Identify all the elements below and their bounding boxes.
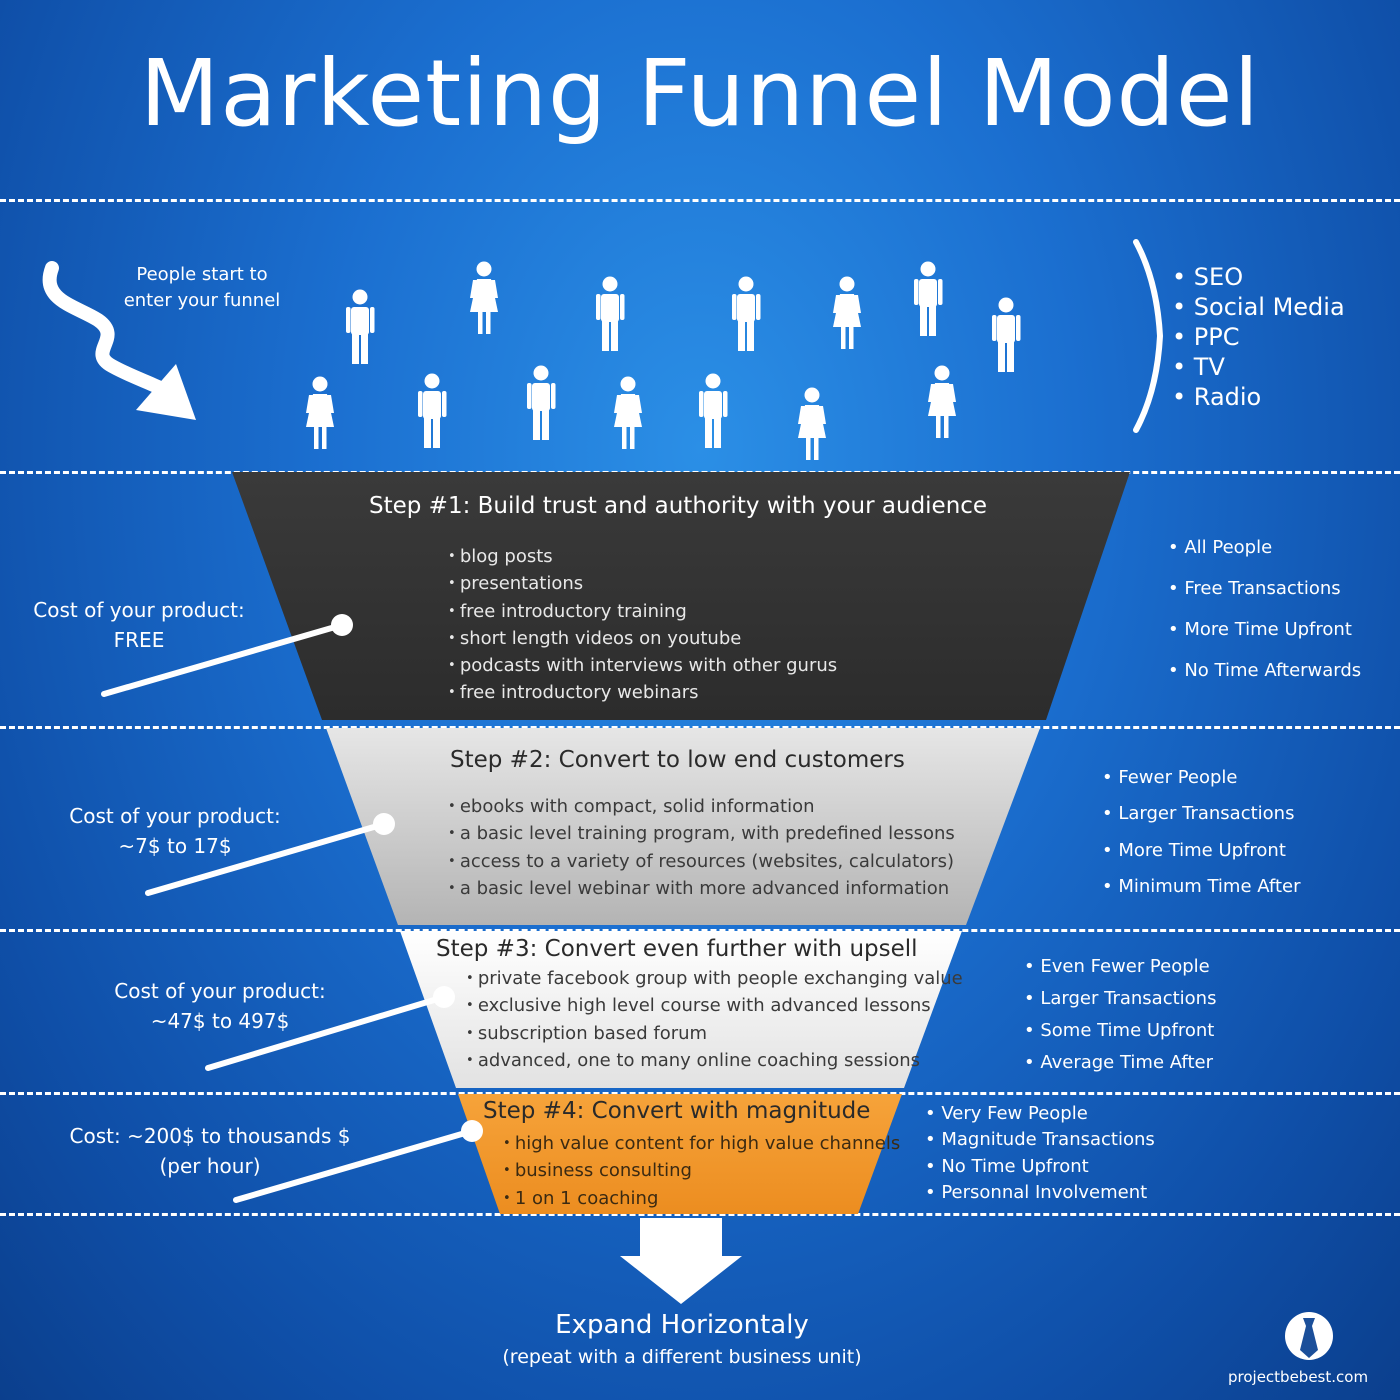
list-item: private facebook group with people excha… [466,965,963,992]
list-item: exclusive high level course with advance… [466,992,963,1019]
separator-line [0,726,1400,729]
entry-label: People start to enter your funnel [123,264,281,311]
cost-pointer-4 [233,1120,483,1203]
trait-item: Magnitude Transactions [925,1127,1154,1153]
step-4-items: high value content for high value channe… [503,1130,900,1212]
person-icon [928,365,956,438]
step-3-items: private facebook group with people excha… [466,965,963,1074]
channel-item: TV [1172,352,1345,382]
cost-pointer-3 [205,986,455,1071]
trait-item: No Time Afterwards [1168,650,1361,691]
person-icon [596,276,625,351]
separator-line [0,1092,1400,1095]
step-1-traits: All People Free Transactions More Time U… [1168,527,1361,691]
trait-item: More Time Upfront [1168,609,1361,650]
people-crowd [306,261,1021,460]
person-icon [470,261,498,334]
step-2-items: ebooks with compact, solid information a… [448,793,955,902]
trait-item: All People [1168,527,1361,568]
page-title: Marketing Funnel Model [139,40,1261,147]
person-icon [699,373,728,448]
step-2-cost: Cost of your product: ~7$ to 17$ [55,801,295,861]
step-1-items: blog posts presentations free introducto… [448,543,837,707]
list-item: podcasts with interviews with other guru… [448,652,837,679]
step-3-traits: Even Fewer People Larger Transactions So… [1024,951,1216,1079]
list-item: ebooks with compact, solid information [448,793,955,820]
list-item: free introductory training [448,598,837,625]
step-2-traits: Fewer People Larger Transactions More Ti… [1102,760,1300,905]
list-item: access to a variety of resources (websit… [448,848,955,875]
separator-line [0,929,1400,932]
step-4-cost: Cost: ~200$ to thousands $ (per hour) [60,1121,360,1181]
tie-logo-icon [1285,1312,1333,1360]
person-icon [914,261,943,336]
trait-item: Personnal Involvement [925,1180,1155,1206]
separator-line [0,1213,1400,1216]
step-3-title: Step #3: Convert even further with upsel… [436,936,918,962]
step-1-title: Step #1: Build trust and authority with … [369,493,988,519]
channel-item: SEO [1172,262,1345,292]
channel-list: SEO Social Media PPC TV Radio [1172,262,1345,412]
person-icon [732,276,761,351]
person-icon [418,373,447,448]
person-icon [346,289,375,364]
person-icon [833,276,861,349]
trait-item: Even Fewer People [1024,951,1216,983]
step-2-title: Step #2: Convert to low end customers [450,747,905,773]
trait-item: Free Transactions [1168,568,1361,609]
cost-value: ~47$ to 497$ [150,1009,290,1033]
trait-item: More Time Upfront [1102,833,1300,869]
down-arrow-icon [620,1218,742,1304]
person-icon [992,297,1021,372]
cost-label: Cost of your product: [33,598,245,622]
channel-item: PPC [1172,322,1345,352]
trait-item: Larger Transactions [1024,983,1216,1015]
list-item: a basic level training program, with pre… [448,820,955,847]
cost-label: Cost of your product: [69,804,281,828]
trait-item: Very Few People [925,1101,1155,1127]
list-item: short length videos on youtube [448,625,837,652]
list-item: subscription based forum [466,1020,963,1047]
trait-item: Larger Transactions [1102,796,1300,832]
step-4-traits: Very Few People Magnitude Transactions N… [925,1101,1155,1206]
cost-label: Cost: ~200$ to thousands $ [69,1124,351,1148]
trait-item: Some Time Upfront [1024,1015,1216,1047]
cost-value: (per hour) [159,1154,261,1178]
cost-pointer-1 [101,614,353,697]
channel-item: Radio [1172,382,1345,412]
person-icon [306,376,334,449]
cost-pointer-2 [145,813,395,896]
list-item: 1 on 1 coaching [503,1185,900,1212]
list-item: business consulting [503,1157,900,1184]
list-item: blog posts [448,543,837,570]
person-icon [798,387,826,460]
list-item: presentations [448,570,837,597]
step-1-cost: Cost of your product: FREE [20,595,258,655]
list-item: high value content for high value channe… [503,1130,900,1157]
trait-item: Average Time After [1024,1047,1216,1079]
trait-item: No Time Upfront [925,1154,1155,1180]
cost-label: Cost of your product: [114,979,326,1003]
person-icon [527,365,556,440]
channel-item: Social Media [1172,292,1345,322]
person-icon [614,376,642,449]
step-3-cost: Cost of your product: ~47$ to 497$ [100,976,340,1036]
expand-title: Expand Horizontaly [555,1310,809,1340]
bracket-icon [1133,239,1164,433]
step-4-title: Step #4: Convert with magnitude [483,1098,871,1124]
trait-item: Fewer People [1102,760,1300,796]
brand-link[interactable]: projectbebest.com [1228,1368,1369,1386]
list-item: free introductory webinars [448,679,837,706]
list-item: a basic level webinar with more advanced… [448,875,955,902]
trait-item: Minimum Time After [1102,869,1300,905]
separator-line [0,199,1400,202]
list-item: advanced, one to many online coaching se… [466,1047,963,1074]
expand-subtitle: (repeat with a different business unit) [502,1346,862,1368]
wavy-arrow-icon [42,261,196,420]
cost-value: ~7$ to 17$ [118,834,232,858]
cost-value: FREE [113,628,165,652]
